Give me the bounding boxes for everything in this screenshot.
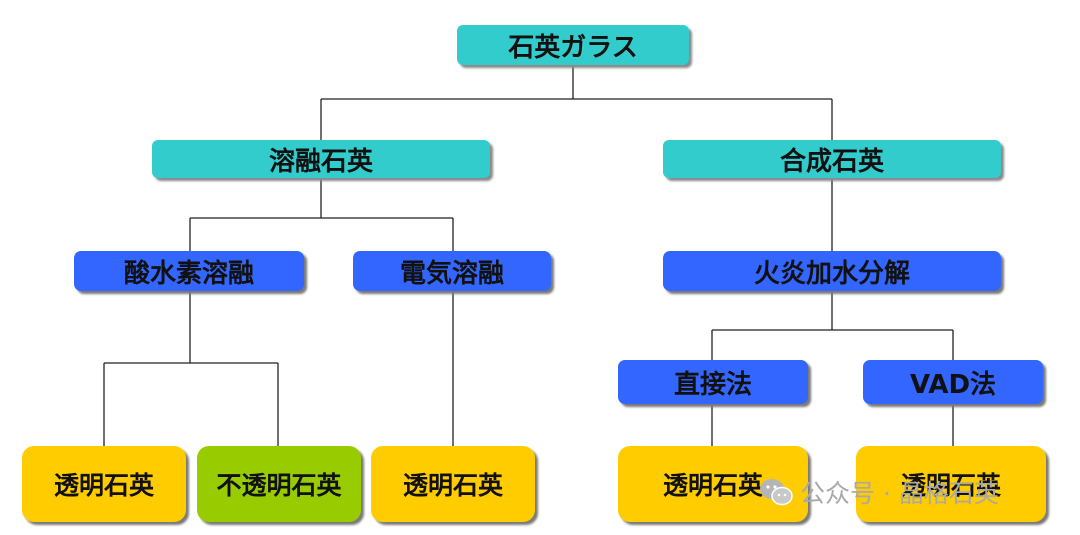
transparent-quartz-node-3: 透明石英 [618, 446, 808, 522]
opaque-quartz-node: 不透明石英 [197, 446, 361, 522]
wechat-icon [760, 479, 793, 506]
oxyhydrogen-fusion-node: 酸水素溶融 [74, 251, 304, 291]
direct-method-node: 直接法 [618, 360, 808, 404]
fused-quartz-node: 溶融石英 [152, 140, 490, 178]
synthetic-quartz-node: 合成石英 [663, 140, 1001, 178]
watermark: 公众号 · 晶格石英 [758, 474, 999, 510]
transparent-quartz-node-1: 透明石英 [22, 446, 186, 522]
root-node: 石英ガラス [457, 25, 689, 65]
transparent-quartz-node-4: 透明石英 [856, 446, 1046, 522]
transparent-quartz-node-2: 透明石英 [371, 446, 535, 522]
vad-method-node: VAD法 [863, 360, 1043, 404]
electric-fusion-node: 電気溶融 [353, 251, 551, 291]
flame-hydrolysis-node: 火炎加水分解 [663, 251, 1001, 291]
watermark-text: 公众号 · 晶格石英 [800, 479, 999, 508]
